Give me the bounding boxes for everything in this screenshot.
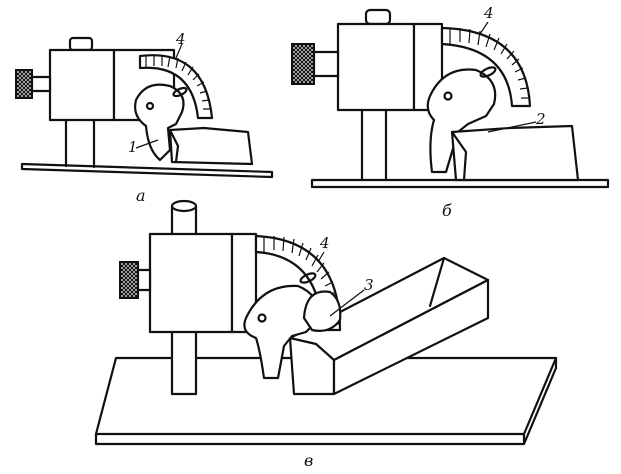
figure-b: 2 4 б: [291, 4, 610, 220]
callout-2: 2: [535, 110, 546, 128]
callout-4: 4: [175, 30, 186, 48]
top-cap: [68, 36, 94, 52]
adjustment-knob: [291, 43, 315, 85]
gauge-body: [336, 22, 416, 112]
callout-4: 4: [483, 4, 494, 22]
measuring-lever: [243, 284, 320, 380]
workpiece: [450, 124, 580, 182]
caption-b: б: [442, 201, 452, 220]
figure-a: 1 4 а: [15, 30, 274, 205]
caption-v: в: [304, 451, 313, 470]
column: [64, 116, 96, 169]
base-plate: [20, 162, 274, 179]
figure-v: 3 4 в: [94, 199, 558, 470]
callout-1: 1: [128, 138, 138, 156]
gauge-body: [48, 48, 116, 122]
adjustment-knob: [15, 69, 33, 99]
top-cap: [364, 8, 392, 26]
callout-3: 3: [364, 276, 374, 294]
gauge-body: [148, 232, 234, 334]
scale-arc: [138, 54, 214, 120]
callout-4: 4: [319, 234, 330, 252]
adjustment-knob: [119, 261, 139, 299]
caption-a: а: [136, 186, 146, 205]
column: [360, 108, 388, 182]
workpiece: [168, 126, 254, 166]
